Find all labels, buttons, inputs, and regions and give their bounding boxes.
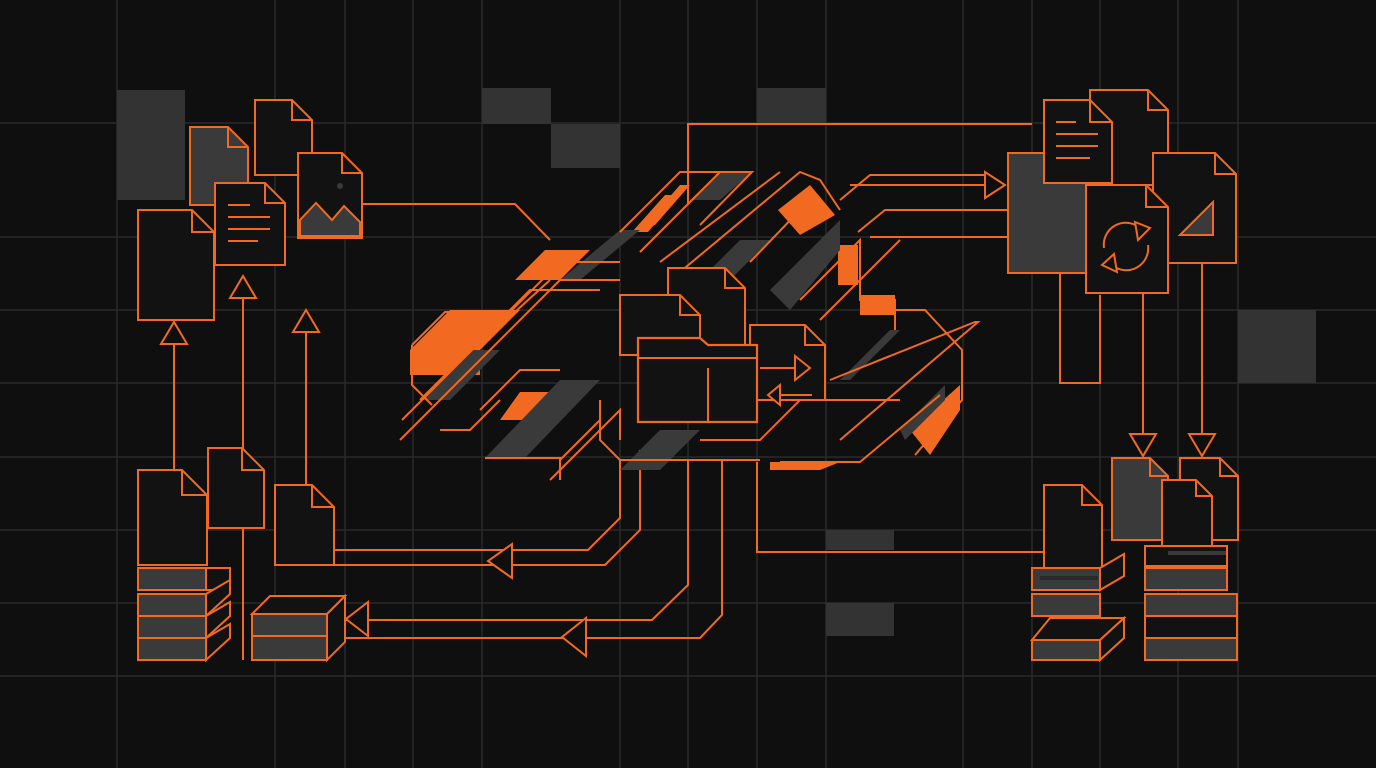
document-icon (1152, 152, 1237, 264)
sync-icon (1085, 184, 1169, 294)
background-tiles (117, 88, 1316, 636)
arrow-head-icon (1187, 433, 1217, 458)
folder-icon (636, 336, 759, 424)
right-document-cluster (1007, 89, 1237, 294)
document-icon (1111, 457, 1169, 541)
arrow-head-icon (159, 320, 189, 345)
central-folder (619, 267, 826, 424)
arrow-head-icon (486, 542, 513, 580)
storage-stack-icon (137, 567, 231, 663)
arrow-head-icon (291, 308, 321, 333)
storage-stack-icon (249, 593, 348, 663)
document-icon (207, 447, 265, 529)
left-document-cluster (137, 99, 363, 321)
arrow-head-icon (1128, 433, 1158, 458)
left-storage-cluster (137, 447, 348, 663)
storage-stack-icon (1029, 552, 1127, 663)
arrow-head-icon (984, 170, 1007, 200)
document-icon (137, 469, 208, 566)
document-icon (1043, 99, 1113, 184)
connector-lines (173, 123, 1203, 660)
document-icon (1043, 484, 1103, 569)
right-storage-cluster (1029, 457, 1239, 663)
document-icon (137, 209, 215, 321)
central-processing-block (399, 170, 1008, 481)
arrow-head-icon (228, 274, 258, 299)
sync-icon (760, 353, 812, 408)
storage-stack-icon (1144, 545, 1238, 661)
arrow-head-icon (560, 615, 587, 659)
image-icon (297, 152, 363, 239)
arrow-head-icon (344, 599, 369, 639)
document-icon (1161, 479, 1213, 551)
document-icon (214, 182, 286, 266)
arrow-heads (159, 170, 1217, 659)
document-icon (274, 484, 335, 566)
